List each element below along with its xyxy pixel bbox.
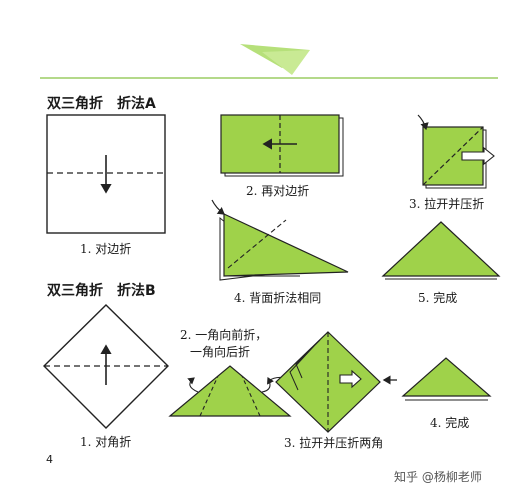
a-step2-caption: 2. 再对边折 bbox=[246, 184, 310, 198]
method-a-title: 双三角折 折法A bbox=[47, 96, 156, 112]
b-step3-caption: 3. 拉开并压折两角 bbox=[284, 436, 384, 450]
a-step3-square bbox=[417, 114, 495, 189]
a-step4-triangle bbox=[211, 199, 349, 281]
page-number: 4 bbox=[46, 453, 53, 466]
a-step5-triangle bbox=[381, 221, 501, 280]
b-step4-caption: 4. 完成 bbox=[430, 416, 470, 430]
b-step2-triangle bbox=[168, 365, 292, 417]
a-step5-caption: 5. 完成 bbox=[418, 291, 458, 305]
b-step2-caption-line2: 一角向后折 bbox=[190, 345, 251, 359]
a-step3-caption: 3. 拉开并压折 bbox=[409, 197, 485, 211]
b-step3-diamond bbox=[275, 331, 397, 433]
b-step1-caption: 1. 对角折 bbox=[80, 435, 132, 449]
method-b-title: 双三角折 折法B bbox=[47, 283, 156, 299]
a-step1-caption: 1. 对边折 bbox=[80, 242, 132, 256]
b-step1-diamond bbox=[43, 304, 169, 429]
a-step2-rectangle bbox=[220, 114, 344, 177]
a-step4-caption: 4. 背面折法相同 bbox=[234, 291, 322, 305]
watermark: 知乎 @杨柳老师 bbox=[394, 470, 482, 484]
b-step4-triangle bbox=[401, 357, 492, 401]
paper-airplane-icon bbox=[240, 44, 310, 75]
b-step2-caption-line1: 2. 一角向前折， bbox=[180, 328, 268, 342]
a-step1-square bbox=[46, 114, 166, 234]
